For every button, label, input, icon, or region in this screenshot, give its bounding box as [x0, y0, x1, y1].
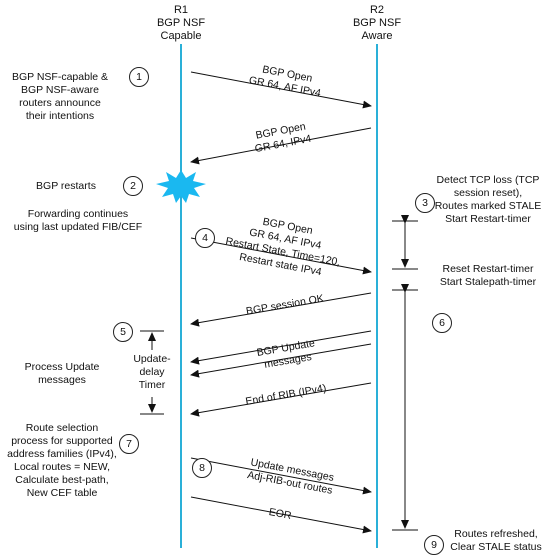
r1-name: R1 — [173, 4, 189, 16]
step-9-badge: 9 — [424, 535, 444, 555]
forwarding-note: Forwarding continues using last updated … — [13, 208, 143, 233]
update-delay-timer-label: Update- delay Timer — [133, 353, 171, 391]
msg4-arrow — [190, 292, 372, 327]
msg1-arrow — [190, 71, 372, 109]
step-5-badge: 5 — [113, 322, 133, 342]
r2-line2: Aware — [361, 30, 393, 42]
route-selection-note: Route selection process for supported ad… — [7, 422, 117, 499]
restarts-note: BGP restarts — [36, 180, 96, 192]
msg5b-arrow — [190, 343, 372, 378]
step-3-badge: 3 — [415, 193, 435, 213]
process-update-note: Process Update messages — [24, 361, 100, 386]
routes-refreshed-note: Routes refreshed, Clear STALE status — [450, 528, 542, 553]
r1-line1: BGP NSF — [156, 17, 206, 29]
msg2-arrow — [190, 127, 372, 165]
r2-header: R2 BGP NSF Aware — [347, 4, 407, 43]
step-6-badge: 6 — [432, 313, 452, 333]
r2-line1: BGP NSF — [352, 17, 402, 29]
msg6-arrow — [190, 382, 372, 417]
r1-header: R1 BGP NSF Capable — [151, 4, 211, 43]
step-8-badge: 8 — [192, 458, 212, 478]
step-7-badge: 7 — [119, 434, 139, 454]
msg5a-arrow — [190, 330, 372, 365]
msg7-arrow — [190, 457, 372, 495]
r2-name: R2 — [369, 4, 385, 16]
announce-note: BGP NSF-capable & BGP NSF-aware routers … — [11, 71, 109, 122]
step-4-badge: 4 — [195, 228, 215, 248]
restart-burst-icon — [156, 170, 206, 203]
step-1-badge: 1 — [129, 67, 149, 87]
step-2-badge: 2 — [123, 176, 143, 196]
detect-tcp-loss-note: Detect TCP loss (TCP session reset), Rou… — [434, 174, 542, 225]
reset-timer-note: Reset Restart-timer Start Stalepath-time… — [439, 263, 537, 288]
msg8-arrow — [190, 496, 372, 534]
r1-line2: Capable — [160, 30, 202, 42]
msg3-arrow — [190, 237, 372, 275]
